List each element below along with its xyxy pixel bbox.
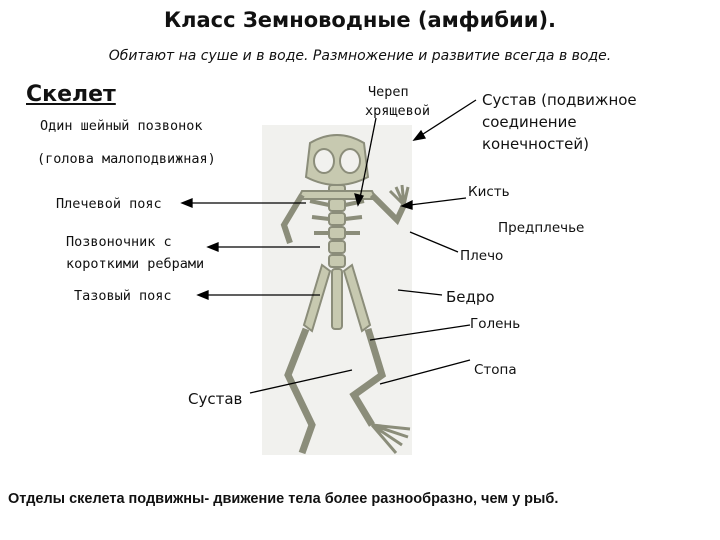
label-head-mobility: (голова малоподвижная) — [37, 151, 216, 167]
label-forearm: Предплечье — [498, 220, 585, 236]
frog-skeleton-drawing — [262, 125, 412, 455]
label-shoulder-bone: Плечо — [460, 248, 504, 264]
label-joint-line2: соединение — [482, 113, 577, 131]
label-spine-line1: Позвоночник с — [66, 234, 172, 250]
label-shin: Голень — [470, 316, 521, 332]
label-thigh: Бедро — [446, 288, 495, 306]
label-skull-line2: хрящевой — [365, 103, 431, 119]
label-skull-line1: Череп — [368, 84, 409, 100]
slide-title: Класс Земноводные (амфибии). — [163, 8, 557, 32]
slide-subtitle: Обитают на суше и в воде. Размножение и … — [108, 48, 612, 64]
label-joint-line1: Сустав (подвижное — [482, 91, 637, 109]
label-pelvic-girdle: Тазовый пояс — [74, 288, 172, 304]
frog-skeleton-image — [262, 125, 412, 455]
label-hand: Кисть — [468, 184, 510, 200]
label-spine-line2: короткими ребрами — [66, 256, 205, 272]
skeleton-heading: Скелет — [26, 82, 116, 107]
label-joint-line3: конечностей) — [482, 135, 589, 153]
label-shoulder-girdle: Плечевой пояс — [56, 196, 162, 212]
footer-summary: Отделы скелета подвижны- движение тела б… — [8, 491, 559, 507]
label-neck-vertebra: Один шейный позвонок — [40, 118, 203, 134]
label-foot: Стопа — [474, 362, 517, 378]
label-joint-bottom: Сустав — [188, 390, 243, 408]
